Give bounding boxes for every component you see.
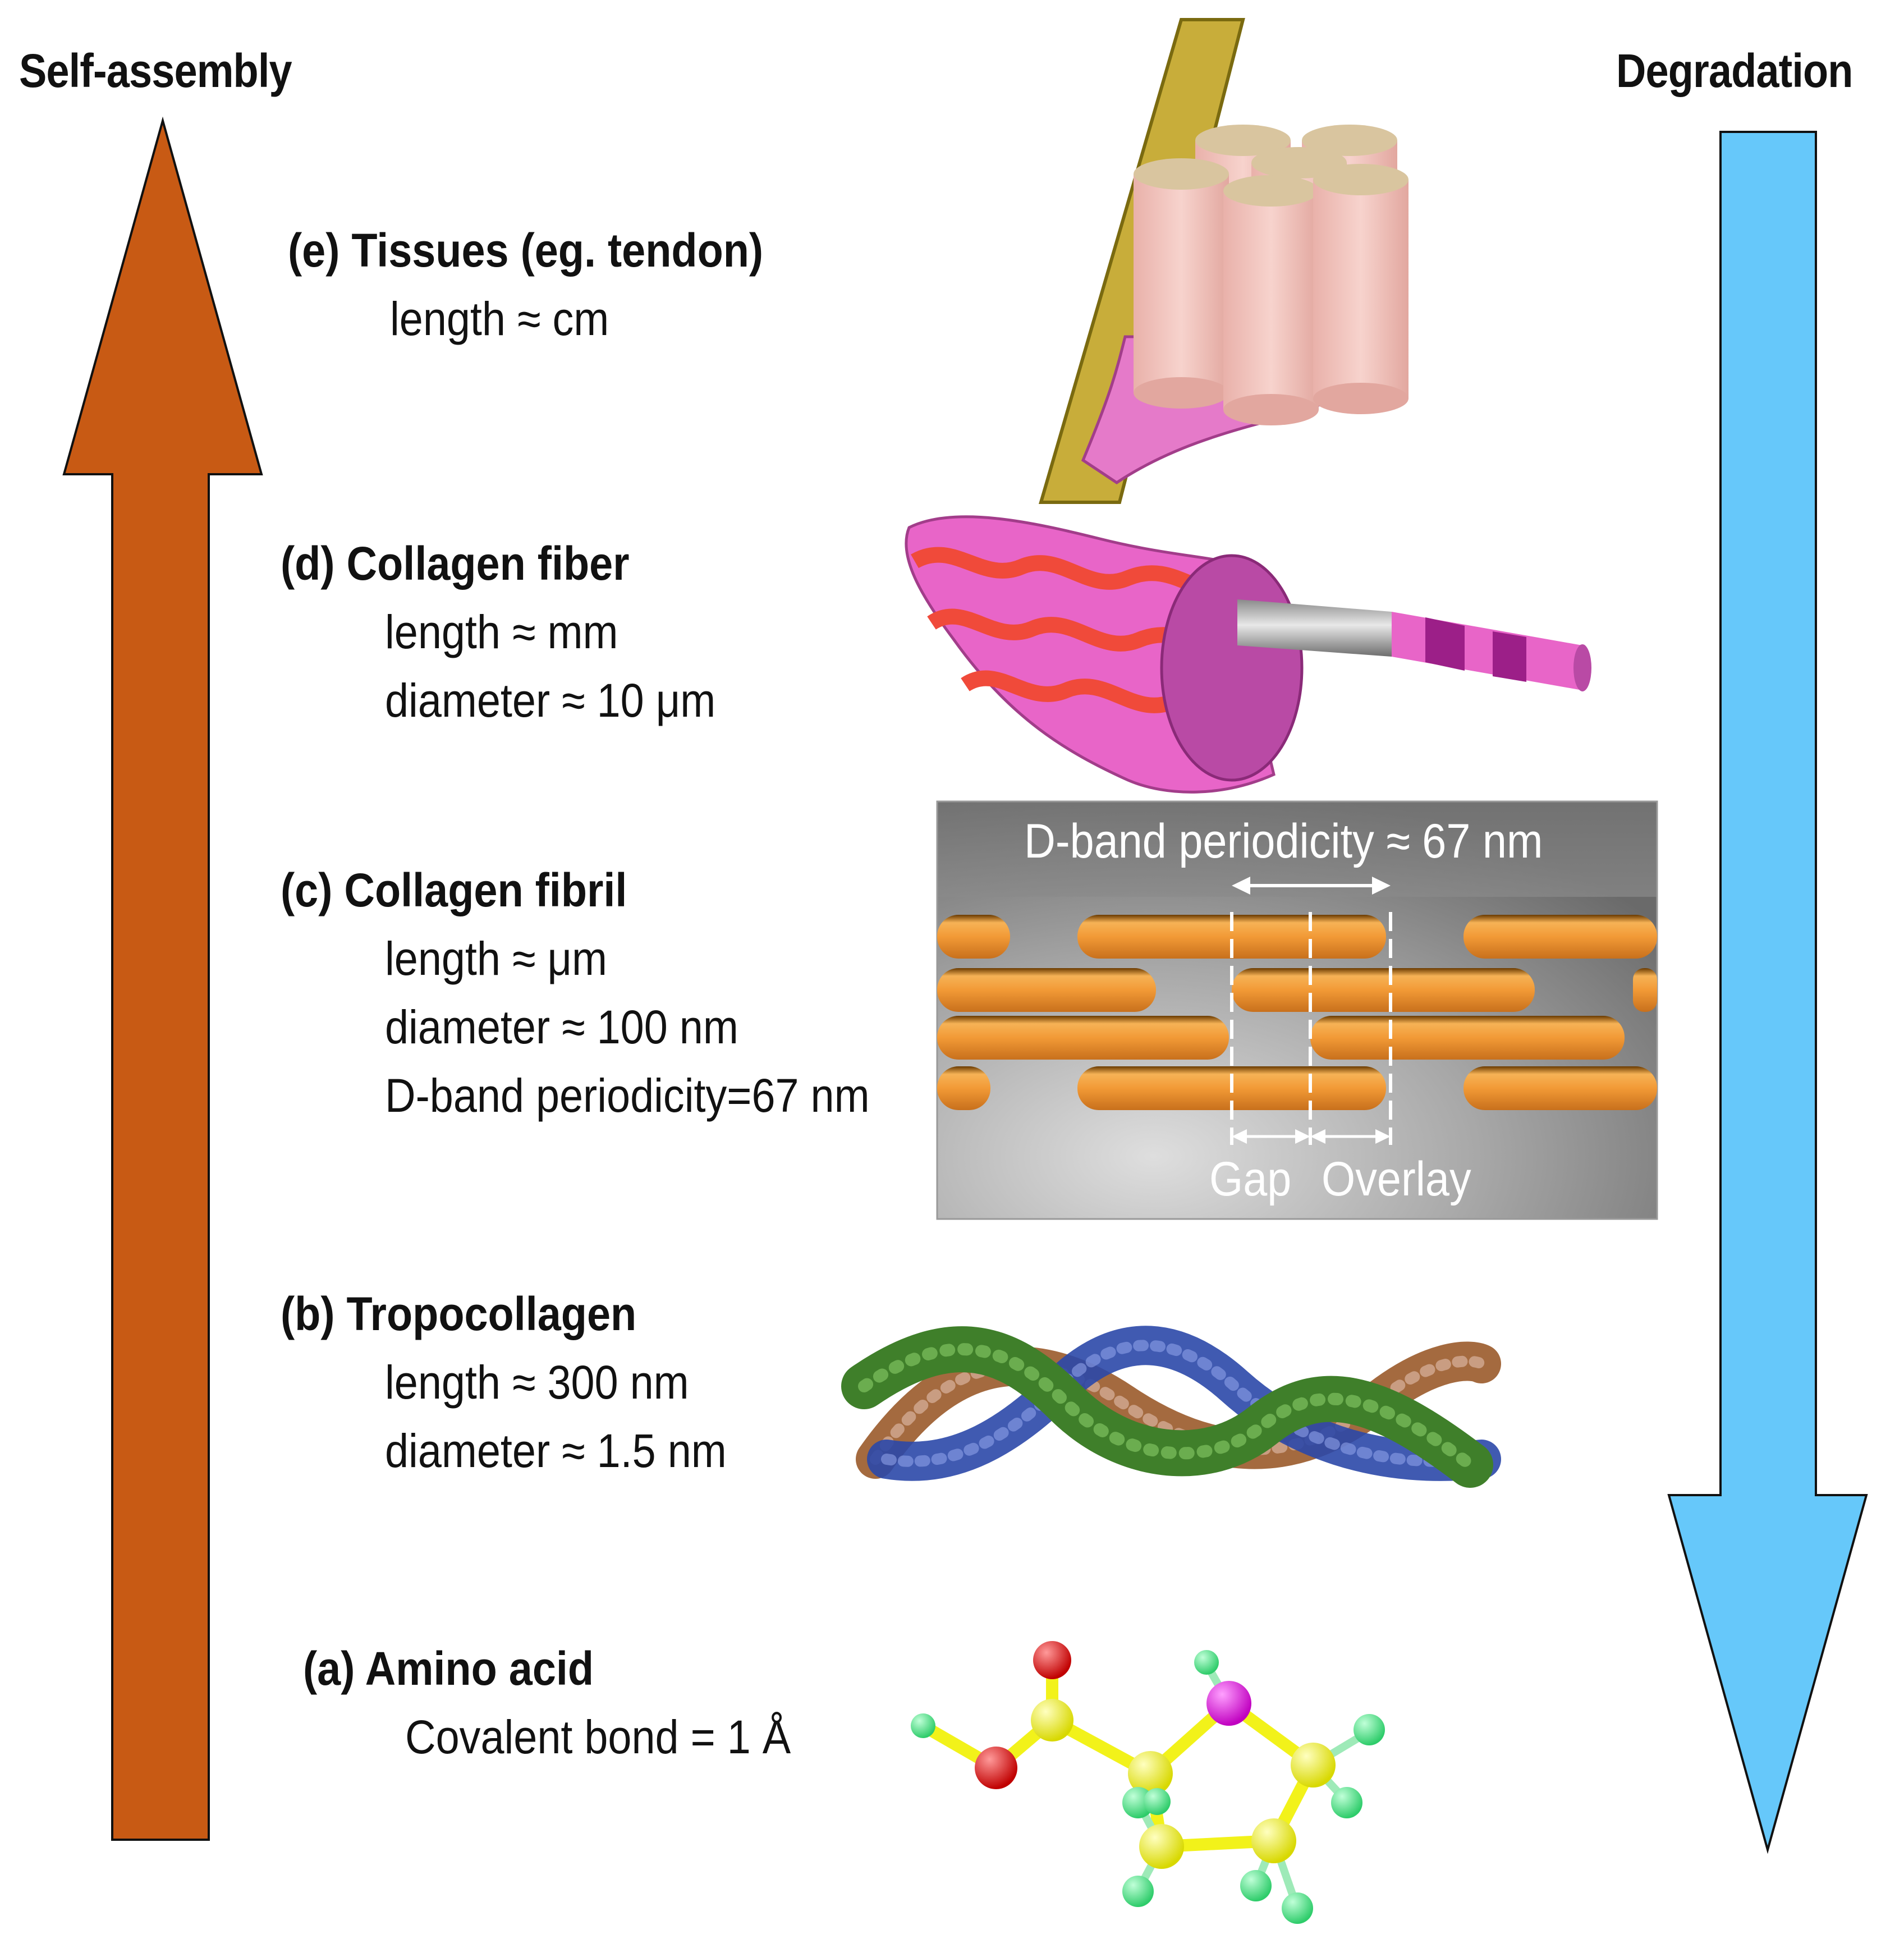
gap-arrow — [1232, 1129, 1310, 1144]
level-c-periodicity: D-band periodicity=67 nm — [385, 1069, 870, 1122]
collagen-fibril-panel — [936, 800, 1658, 1220]
degradation-arrow — [1667, 131, 1868, 1854]
level-b-title: (b) Tropocollagen — [281, 1287, 637, 1340]
level-e-length: length ≈ cm — [390, 292, 609, 345]
level-d-length: length ≈ mm — [385, 606, 618, 658]
gap-label: Gap — [1209, 1152, 1292, 1206]
self-assembly-arrow — [62, 116, 263, 1841]
amino-acid-molecule — [911, 1641, 1385, 1924]
periodicity-arrow — [1232, 877, 1391, 895]
level-b-diameter: diameter ≈ 1.5 nm — [385, 1424, 727, 1477]
triple-helix-illustration — [841, 1326, 1501, 1488]
overlay-label: Overlay — [1322, 1152, 1471, 1206]
tendon-illustration — [1039, 18, 1408, 504]
self-assembly-label: Self-assembly — [19, 44, 292, 97]
periodicity-label: D-band periodicity ≈ 67 nm — [1024, 814, 1543, 868]
collagen-fiber-illustration — [905, 515, 1591, 794]
level-c-length: length ≈ μm — [385, 932, 608, 985]
degradation-label: Degradation — [1616, 44, 1853, 97]
level-c-diameter: diameter ≈ 100 nm — [385, 1001, 738, 1053]
level-e-title: (e) Tissues (eg. tendon) — [288, 224, 764, 277]
level-d-diameter: diameter ≈ 10 μm — [385, 674, 716, 727]
level-b-length: length ≈ 300 nm — [385, 1356, 689, 1409]
fascicle-bundle — [1134, 125, 1408, 425]
overlay-arrow — [1310, 1129, 1391, 1144]
level-a-title: (a) Amino acid — [303, 1642, 594, 1695]
level-d-title: (d) Collagen fiber — [281, 537, 630, 590]
level-c-title: (c) Collagen fibril — [281, 864, 627, 916]
level-a-bond: Covalent bond = 1 Å — [405, 1711, 791, 1763]
